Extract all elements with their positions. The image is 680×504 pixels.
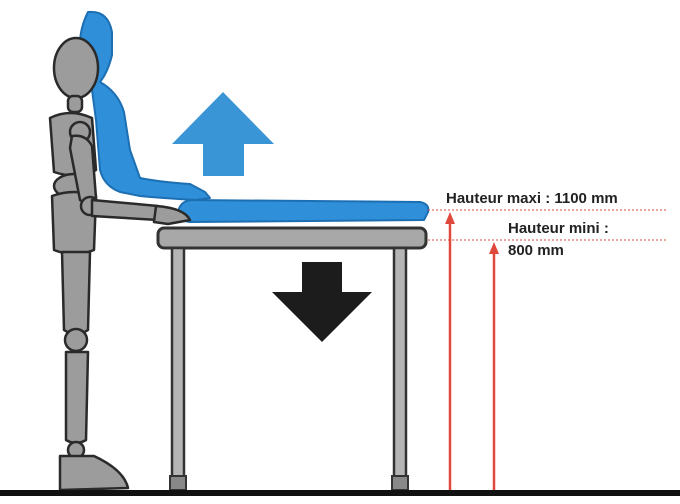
min-height-label: Hauteur mini :: [508, 220, 609, 237]
max-height-label: Hauteur maxi : 1100 mm: [446, 190, 618, 207]
floor-line: [0, 490, 680, 496]
raised-position-silhouette: [79, 10, 430, 223]
mannequin-figure: [48, 36, 192, 492]
arrow-up-icon: [172, 92, 274, 176]
max-height-measure: [428, 209, 668, 494]
table-leg-right: [392, 246, 408, 480]
min-height-value: 800 mm: [508, 242, 564, 259]
table: [156, 226, 428, 491]
table-top: [156, 226, 428, 250]
table-leg-left: [170, 246, 186, 480]
min-height-measure: [428, 239, 668, 494]
arrow-down-icon: [272, 262, 372, 342]
